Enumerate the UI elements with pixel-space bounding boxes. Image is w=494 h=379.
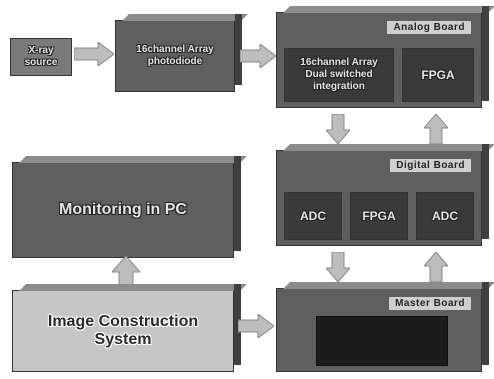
digital-adc-right-label: ADC <box>432 209 458 223</box>
monitoring-block: Monitoring in PC <box>12 156 241 258</box>
analog-fpga-label: FPGA <box>421 68 455 82</box>
xray-source-label: X-ray source <box>24 45 58 68</box>
xray-source-block: X-ray source <box>10 38 72 76</box>
analog-board-title: Analog Board <box>387 21 471 34</box>
digital-adc-right-block: ADC <box>416 192 474 240</box>
arrow-master-to-digital-icon <box>424 252 448 282</box>
master-board-title: Master Board <box>389 297 471 310</box>
image-construction-label: Image Construction System <box>47 313 199 348</box>
arrow-digital-to-analog-icon <box>424 114 448 144</box>
photodiode-block: 16channel Array photodiode <box>115 14 242 92</box>
digital-fpga-block: FPGA <box>350 192 408 240</box>
digital-adc-left-block: ADC <box>284 192 342 240</box>
analog-array-block: 16channel Array Dual switched integratio… <box>284 48 394 102</box>
digital-adc-left-label: ADC <box>300 209 326 223</box>
digital-board-title: Digital Board <box>390 159 471 172</box>
analog-fpga-block: FPGA <box>402 48 474 102</box>
arrow-image-to-monitoring-icon <box>112 256 140 290</box>
master-chip-block <box>316 316 448 366</box>
arrow-digital-to-master-icon <box>326 252 350 282</box>
analog-array-label: 16channel Array Dual switched integratio… <box>300 57 378 92</box>
image-construction-block: Image Construction System <box>12 284 241 372</box>
arrow-master-to-image-icon <box>238 314 274 338</box>
arrow-photodiode-to-analog-icon <box>240 44 276 68</box>
digital-fpga-label: FPGA <box>362 209 396 223</box>
arrow-analog-to-digital-icon <box>326 114 350 144</box>
arrow-xray-to-photodiode-icon <box>74 42 114 66</box>
photodiode-label: 16channel Array photodiode <box>136 44 214 67</box>
monitoring-label: Monitoring in PC <box>59 201 187 218</box>
